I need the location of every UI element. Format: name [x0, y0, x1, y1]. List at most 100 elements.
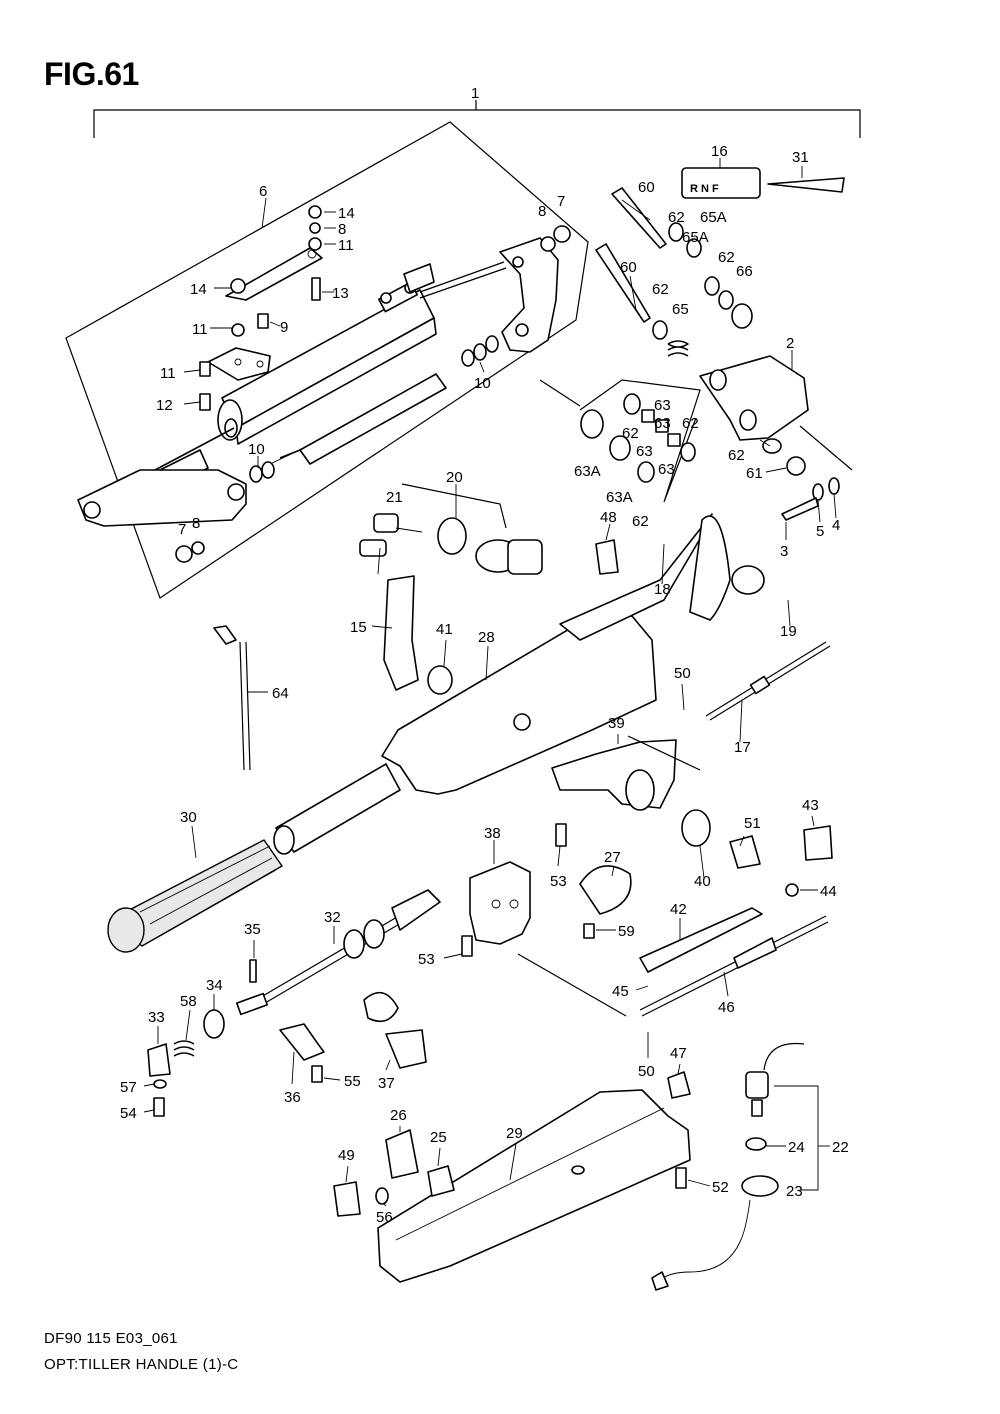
mounting-bracket-38 [461, 823, 632, 957]
callout-45: 45 [612, 983, 629, 1000]
subassembly-frame-6 [65, 121, 589, 599]
callout-65: 65 [672, 301, 689, 318]
callout-52: 52 [712, 1179, 729, 1196]
callout-40: 40 [694, 873, 711, 890]
callout-10b: 10 [248, 441, 265, 458]
callout-41: 41 [436, 621, 453, 638]
ignition-switch-parts [359, 483, 619, 575]
callout-19: 19 [780, 623, 797, 640]
callout-63A2: 63A [606, 489, 633, 506]
callout-5: 5 [816, 523, 824, 540]
callout-2: 2 [786, 335, 794, 352]
callout-13: 13 [332, 285, 349, 302]
callout-64: 64 [272, 685, 289, 702]
callout-10a: 10 [474, 375, 491, 392]
callout-22: 22 [832, 1139, 849, 1156]
callout-58: 58 [180, 993, 197, 1010]
callout-59: 59 [618, 923, 635, 940]
callout-30: 30 [180, 809, 197, 826]
control-cable-parts [517, 641, 833, 1017]
diagram-caption: OPT:TILLER HANDLE (1)-C [44, 1356, 239, 1373]
callout-7b: 7 [178, 521, 186, 538]
callout-47: 47 [670, 1045, 687, 1062]
callout-65A2: 65A [682, 229, 709, 246]
emergency-stop-parts [651, 1042, 805, 1291]
callout-23: 23 [786, 1183, 803, 1200]
callout-37: 37 [378, 1075, 395, 1092]
callout-66: 66 [736, 263, 753, 280]
callout-49: 49 [338, 1147, 355, 1164]
callout-8c: 8 [192, 515, 200, 532]
callout-55: 55 [344, 1073, 361, 1090]
callout-14a: 14 [338, 205, 355, 222]
callout-27: 27 [604, 849, 621, 866]
callout-63c: 63 [636, 443, 653, 460]
callout-44: 44 [820, 883, 837, 900]
callout-60a: 60 [638, 179, 655, 196]
callout-63a: 63 [654, 397, 671, 414]
callout-50a: 50 [674, 665, 691, 682]
callout-62b: 62 [718, 249, 735, 266]
callout-15: 15 [350, 619, 367, 636]
callout-38: 38 [484, 825, 501, 842]
callout-28: 28 [478, 629, 495, 646]
callout-32: 32 [324, 909, 341, 926]
callout-6: 6 [259, 183, 267, 200]
callout-36: 36 [284, 1089, 301, 1106]
callout-60b: 60 [620, 259, 637, 276]
callout-62f: 62 [728, 447, 745, 464]
tiller-handle-body [107, 513, 765, 953]
callout-12: 12 [156, 397, 173, 414]
callout-56: 56 [376, 1209, 393, 1226]
callout-65A1: 65A [700, 209, 727, 226]
tiller-bracket-assembly [77, 205, 571, 563]
callout-14b: 14 [190, 281, 207, 298]
callout-29: 29 [506, 1125, 523, 1142]
callout-57: 57 [120, 1079, 137, 1096]
callout-20: 20 [446, 469, 463, 486]
callout-51: 51 [744, 815, 761, 832]
callout-7a: 7 [557, 193, 565, 210]
leader-lines [143, 158, 837, 1207]
callout-54: 54 [120, 1105, 137, 1122]
throttle-friction-parts [213, 575, 453, 771]
callout-63A1: 63A [574, 463, 601, 480]
callout-17: 17 [734, 739, 751, 756]
callout-25: 25 [430, 1129, 447, 1146]
callout-8a: 8 [338, 221, 346, 238]
callout-46: 46 [718, 999, 735, 1016]
diagram-code: DF90 115 E03_061 [44, 1330, 178, 1347]
callout-39: 39 [608, 715, 625, 732]
callout-numbers: 1 6 14 8 11 8 7 14 13 11 9 11 12 10 10 7… [120, 85, 849, 1226]
callout-9: 9 [280, 319, 288, 336]
callout-43: 43 [802, 797, 819, 814]
callout-63b: 63 [654, 415, 671, 432]
callout-33: 33 [148, 1009, 165, 1026]
callout-11a: 11 [338, 237, 354, 254]
callout-62e: 62 [682, 415, 699, 432]
callout-63d: 63 [658, 461, 675, 478]
callout-24: 24 [788, 1139, 805, 1156]
callout-53a: 53 [550, 873, 567, 890]
callout-11c: 11 [160, 365, 176, 382]
callout-34: 34 [206, 977, 223, 994]
lower-case-29 [333, 1071, 691, 1283]
steering-bracket-hardware [539, 167, 853, 521]
callout-26: 26 [390, 1107, 407, 1124]
assembly-bracket [93, 100, 861, 138]
callout-4: 4 [832, 517, 840, 534]
callout-31: 31 [792, 149, 809, 166]
callout-21: 21 [386, 489, 403, 506]
callout-18: 18 [654, 581, 671, 598]
callout-50b: 50 [638, 1063, 655, 1080]
callout-1: 1 [471, 85, 479, 102]
callout-42: 42 [670, 901, 687, 918]
callout-62g: 62 [632, 513, 649, 530]
callout-11b: 11 [192, 321, 208, 338]
callout-62a: 62 [668, 209, 685, 226]
callout-35: 35 [244, 921, 261, 938]
shift-indicator-label: R N F [690, 183, 719, 195]
callout-53b: 53 [418, 951, 435, 968]
figure-title: FIG.61 [44, 56, 139, 92]
